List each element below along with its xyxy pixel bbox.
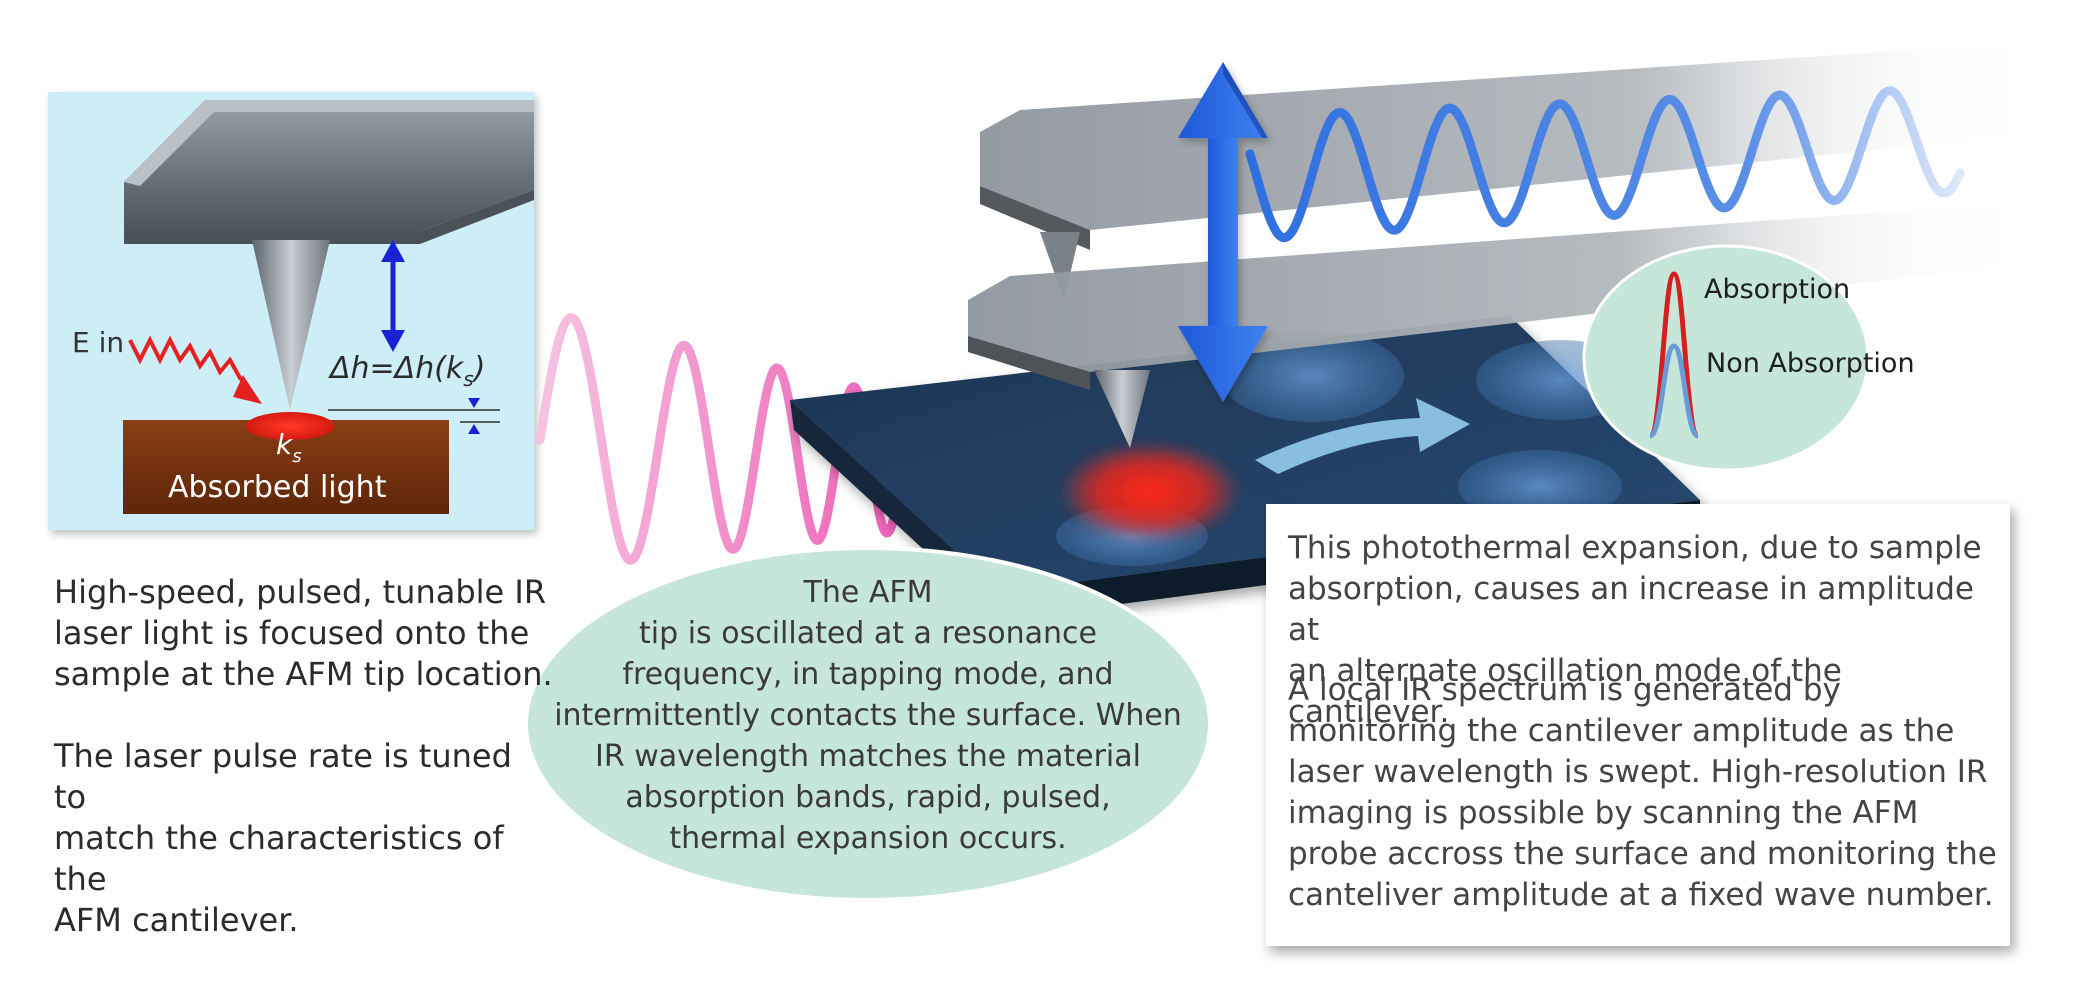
inset-vertical-arrow — [381, 240, 405, 352]
absorption-legend: Absorption Non Absorption — [1582, 244, 1915, 472]
afm-probe-tip — [1094, 370, 1150, 448]
cantilever-fade — [1700, 30, 2084, 290]
explanation-box — [1266, 504, 2010, 946]
thermal-expansion-glow — [1060, 442, 1240, 542]
box-description-2: A local IR spectrum is generated by moni… — [1288, 672, 1997, 913]
left-description-1: High-speed, pulsed, tunable IR laser lig… — [54, 573, 553, 693]
non-absorption-label: Non Absorption — [1706, 348, 1915, 379]
left-description-2: The laser pulse rate is tuned to match t… — [54, 737, 512, 939]
e-in-wave — [128, 335, 262, 404]
absorption-curve — [1647, 271, 1701, 439]
absorption-label: Absorption — [1704, 274, 1850, 305]
amplitude-double-arrow — [1178, 62, 1268, 402]
oval-description: The AFM tip is oscillated at a resonance… — [554, 575, 1182, 856]
absorbed-light-label: Absorbed light — [168, 470, 387, 505]
oscillation-wave — [1245, 86, 1965, 243]
inset-absorption-blob — [246, 412, 334, 440]
box-description-1: This photothermal expansion, due to samp… — [1288, 530, 1982, 730]
scan-direction-arrow — [1255, 398, 1470, 474]
description-oval — [524, 546, 1212, 902]
ks-label: ks — [276, 428, 302, 467]
delta-h-label: Δh=Δh(ks) — [328, 351, 485, 391]
non-absorption-curve — [1648, 343, 1700, 439]
e-in-label: E in — [72, 326, 124, 359]
delta-h-scale — [328, 398, 500, 434]
inset-cantilever — [124, 100, 534, 244]
inset-tip — [252, 240, 330, 410]
